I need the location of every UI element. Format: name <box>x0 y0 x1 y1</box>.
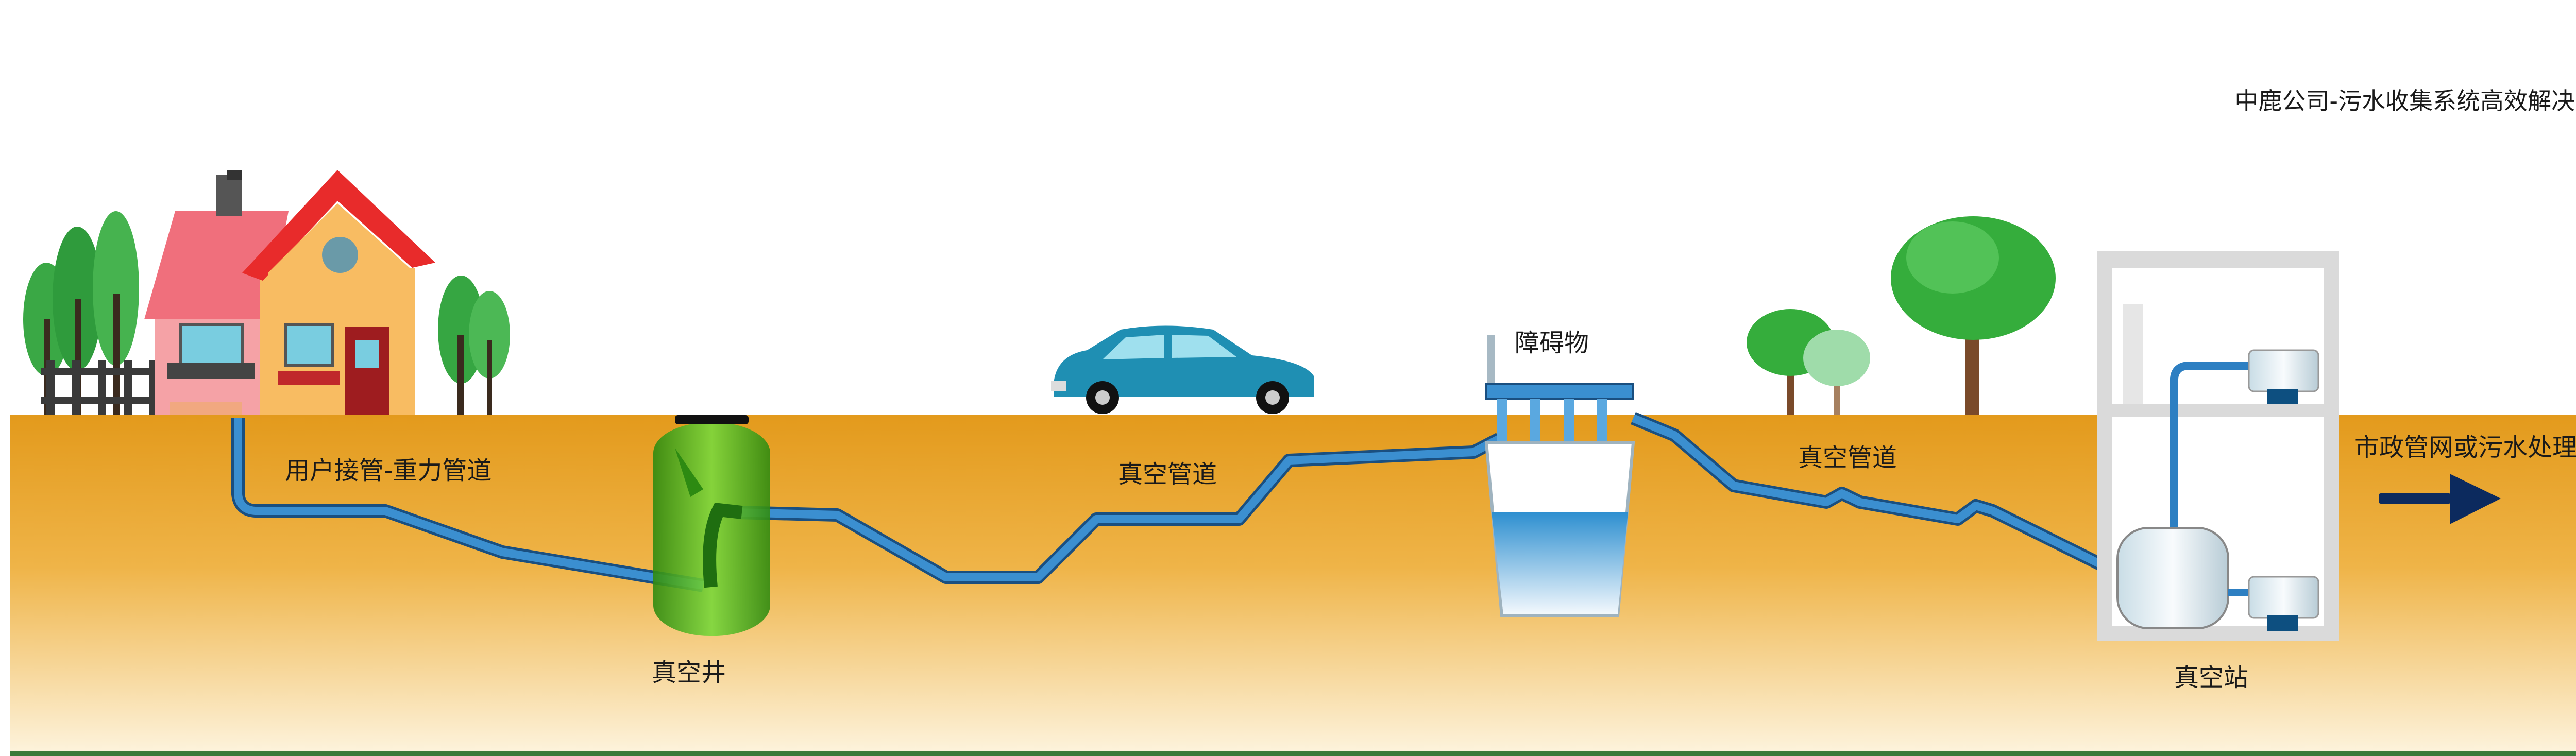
label-house-pipe: 用户接管-重力管道 <box>285 456 492 485</box>
ground-bottom-line <box>10 751 2576 756</box>
trees-left <box>23 211 139 415</box>
vacuum-station <box>2097 251 2339 641</box>
vacuum-well <box>653 415 770 636</box>
page-title: 中鹿公司-污水收集系统高效解决方案 <box>2234 87 2576 115</box>
label-obstacle: 障碍物 <box>1515 329 1589 357</box>
obstacle <box>1484 335 1635 617</box>
house <box>144 170 435 415</box>
trees-house-right <box>438 276 510 415</box>
trees-middle <box>1747 216 2056 415</box>
label-vacuum-pipe-2: 真空管道 <box>1798 443 1897 472</box>
label-destination: 市政管网或污水处理厂 <box>2354 433 2576 462</box>
label-vacuum-pipe-1: 真空管道 <box>1118 460 1217 489</box>
car <box>1051 325 1314 414</box>
arrow-right-icon <box>2379 474 2501 524</box>
label-vacuum-well: 真空井 <box>652 658 726 687</box>
label-vacuum-station: 真空站 <box>2174 663 2248 692</box>
